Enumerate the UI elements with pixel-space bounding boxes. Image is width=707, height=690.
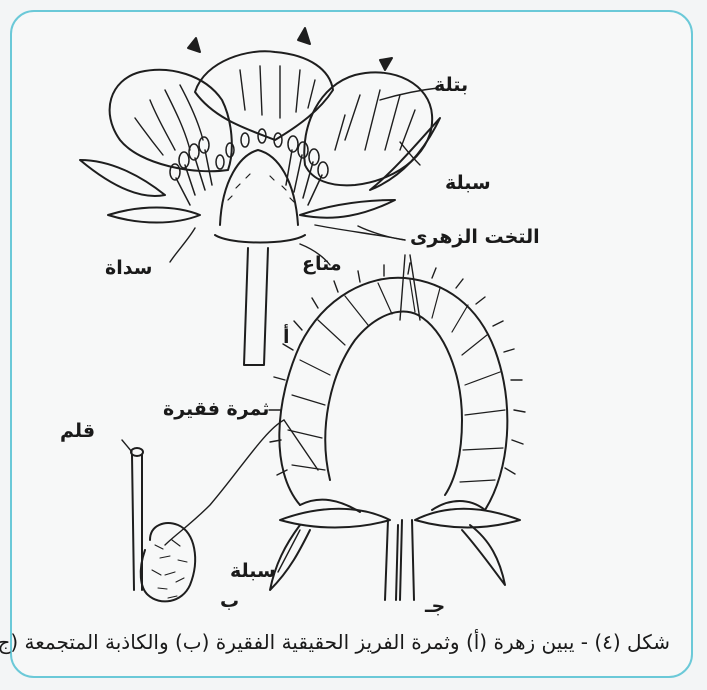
petal-center xyxy=(195,51,333,140)
petal-left xyxy=(110,70,232,171)
fruit-sepal-right-2 xyxy=(462,525,505,585)
label-sepal-bottom: سبلة xyxy=(230,560,276,582)
label-pistil: متاع xyxy=(302,253,342,275)
fruit-sepal-left xyxy=(280,509,390,528)
fruit-sepal-right xyxy=(415,509,520,528)
label-style: قلم xyxy=(60,420,95,442)
label-stamen: سداة xyxy=(105,257,152,279)
leader-lines xyxy=(122,88,438,572)
petal-right xyxy=(304,72,432,185)
label-mark-b: ب xyxy=(220,590,239,612)
fruit-sepal-left-2 xyxy=(270,525,310,590)
label-petal: بتلة xyxy=(434,74,468,96)
figure-caption: شكل (٤) - يبين زهرة (أ) وثمرة الفريز الح… xyxy=(40,630,670,654)
sepal-left-lower xyxy=(108,208,200,223)
receptacle-dome xyxy=(220,150,298,225)
flower-stem xyxy=(244,248,268,365)
label-achene: ثمرة فقيرة xyxy=(163,398,269,420)
sepal-left xyxy=(80,160,165,196)
label-receptacle: التخت الزهرى xyxy=(410,226,540,248)
label-mark-c: جـ xyxy=(425,595,445,617)
fruit-core xyxy=(325,312,462,495)
aggregate-fruit-drawing xyxy=(269,263,525,600)
label-mark-a: أ xyxy=(283,326,290,348)
sepal-right-lower xyxy=(300,200,395,218)
label-sepal-top: سبلة xyxy=(445,172,491,194)
achene-drawing xyxy=(131,448,195,601)
